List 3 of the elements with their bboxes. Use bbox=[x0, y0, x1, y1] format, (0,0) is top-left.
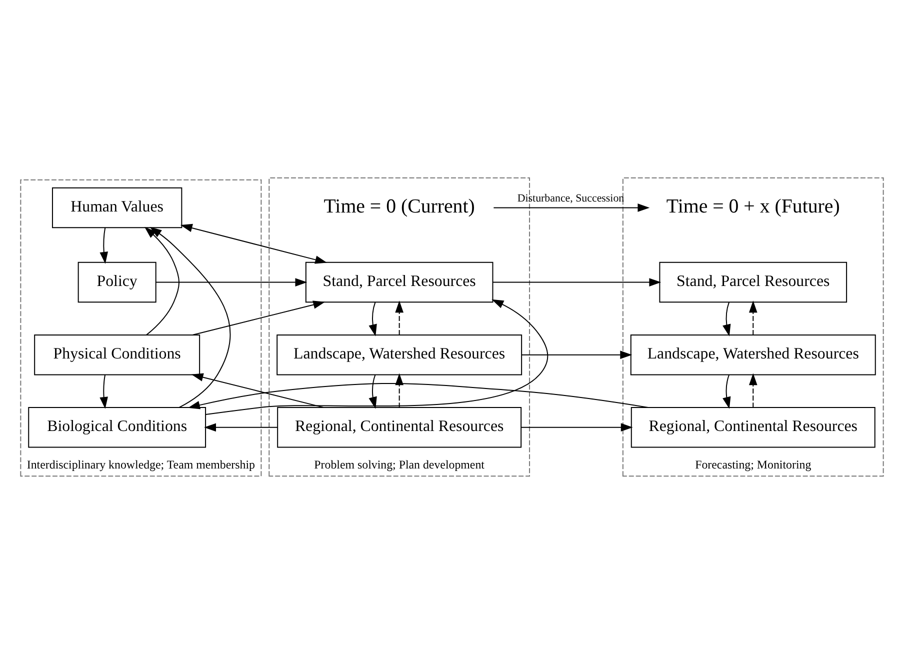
node-text: Time = 0 (Current) bbox=[324, 196, 475, 218]
node-text: Time = 0 + x (Future) bbox=[666, 196, 840, 218]
edge-label: Disturbance, Succession bbox=[517, 192, 624, 205]
